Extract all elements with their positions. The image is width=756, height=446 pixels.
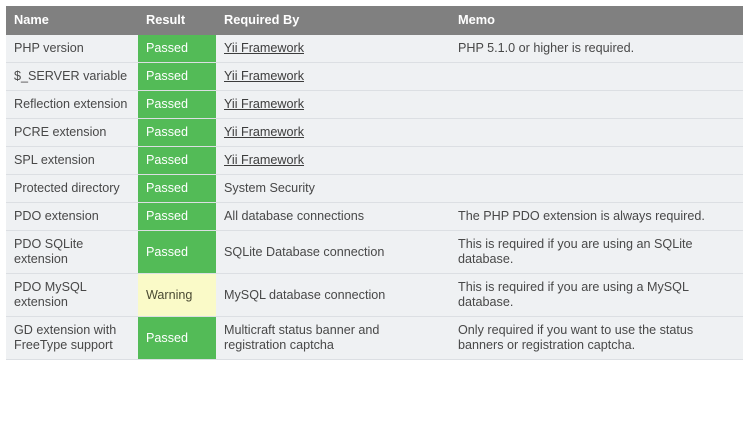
memo-cell <box>450 146 743 175</box>
memo-cell <box>450 90 743 119</box>
required-by-cell: Multicraft status banner and registratio… <box>216 316 450 360</box>
memo-cell <box>450 118 743 147</box>
column-header-memo: Memo <box>450 6 743 35</box>
requirement-name: Protected directory <box>6 174 138 203</box>
requirement-name: GD extension with FreeType support <box>6 316 138 360</box>
requirement-name: Reflection extension <box>6 90 138 119</box>
required-by-cell: Yii Framework <box>216 118 450 147</box>
status-badge: Passed <box>138 230 216 274</box>
memo-cell: Only required if you want to use the sta… <box>450 316 743 360</box>
required-by-link[interactable]: Yii Framework <box>224 69 305 83</box>
memo-cell <box>450 62 743 91</box>
requirement-name: $_SERVER variable <box>6 62 138 91</box>
memo-cell <box>450 174 743 203</box>
memo-cell: This is required if you are using an SQL… <box>450 230 743 274</box>
column-header-name: Name <box>6 6 138 35</box>
memo-cell: This is required if you are using a MySQ… <box>450 273 743 317</box>
required-by-cell: Yii Framework <box>216 90 450 119</box>
required-by-cell: SQLite Database connection <box>216 230 450 274</box>
status-badge: Passed <box>138 316 216 360</box>
requirement-name: SPL extension <box>6 146 138 175</box>
requirement-name: PHP version <box>6 35 138 63</box>
required-by-cell: MySQL database connection <box>216 273 450 317</box>
table-header: Name Result Required By Memo <box>6 6 743 35</box>
status-badge: Passed <box>138 90 216 119</box>
required-by-cell: System Security <box>216 174 450 203</box>
column-header-result: Result <box>138 6 216 35</box>
requirement-name: PDO SQLite extension <box>6 230 138 274</box>
status-badge: Passed <box>138 118 216 147</box>
memo-cell: PHP 5.1.0 or higher is required. <box>450 35 743 63</box>
requirement-name: PCRE extension <box>6 118 138 147</box>
required-by-link[interactable]: Yii Framework <box>224 97 305 111</box>
column-header-required-by: Required By <box>216 6 450 35</box>
status-badge: Passed <box>138 146 216 175</box>
memo-cell: The PHP PDO extension is always required… <box>450 202 743 231</box>
status-badge: Passed <box>138 62 216 91</box>
status-badge: Warning <box>138 273 216 317</box>
required-by-link[interactable]: Yii Framework <box>224 125 305 139</box>
table-header-row: Name Result Required By Memo <box>6 6 743 35</box>
requirement-name: PDO MySQL extension <box>6 273 138 317</box>
status-badge: Passed <box>138 202 216 231</box>
required-by-cell: Yii Framework <box>216 35 450 63</box>
required-by-cell: Yii Framework <box>216 62 450 91</box>
required-by-text: MySQL database connection <box>224 287 386 302</box>
required-by-link[interactable]: Yii Framework <box>224 153 305 167</box>
required-by-text: Multicraft status banner and registratio… <box>224 323 380 352</box>
required-by-link[interactable]: Yii Framework <box>224 41 305 55</box>
required-by-cell: Yii Framework <box>216 146 450 175</box>
required-by-text: All database connections <box>224 209 365 223</box>
status-badge: Passed <box>138 35 216 63</box>
required-by-cell: All database connections <box>216 202 450 231</box>
status-badge: Passed <box>138 174 216 203</box>
required-by-text: SQLite Database connection <box>224 244 385 259</box>
requirement-name: PDO extension <box>6 202 138 231</box>
requirements-table: Name Result Required By Memo PHP version… <box>6 6 743 360</box>
required-by-text: System Security <box>224 181 315 195</box>
